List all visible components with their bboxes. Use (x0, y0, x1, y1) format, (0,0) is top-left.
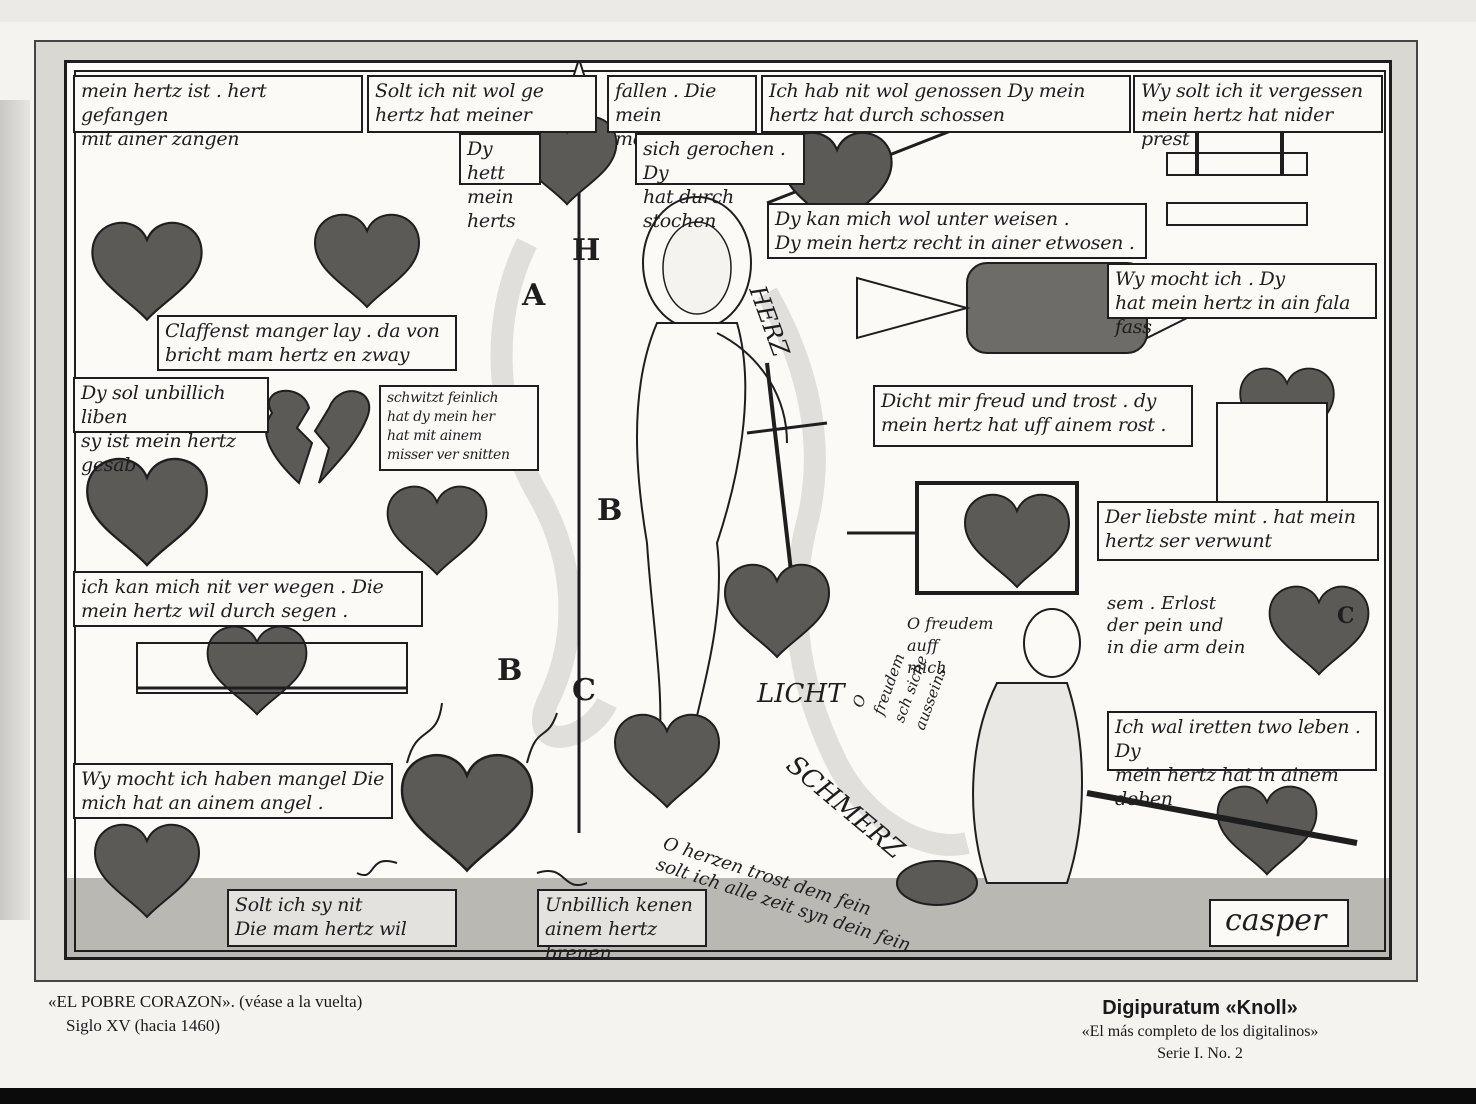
verse-saw: ich kan mich nit ver wegen . Die mein he… (73, 571, 423, 627)
heart-saw (206, 625, 308, 716)
figure-body (636, 322, 747, 764)
box (1216, 402, 1328, 504)
bottom-black-bar (0, 1088, 1476, 1104)
heart-pressed (314, 213, 420, 308)
verse-grill: Dicht mir freud und trost . dy mein hert… (873, 385, 1193, 447)
brand-caption: Digipuratum «Knoll» «El más completo de … (990, 995, 1410, 1065)
caption-date: Siglo XV (hacia 1460) (66, 1016, 221, 1035)
banner-letter-b-lower: B (497, 653, 523, 688)
press-plate (1166, 152, 1308, 176)
heart-sword (724, 563, 830, 658)
verse-wounded: Der liebste mint . hat mein hertz ser ve… (1097, 501, 1379, 561)
brand-name: Digipuratum «Knoll» (1102, 997, 1298, 1019)
verse-love: Dy sol unbillich liben sy ist mein hertz… (73, 377, 269, 476)
heart-split (265, 389, 371, 485)
heart-pinched (91, 221, 203, 321)
flames (356, 702, 588, 886)
verse-press: Wy solt ich it vergessen mein hertz hat … (1133, 75, 1383, 150)
artist-signature: casper (1209, 899, 1349, 947)
verse-barrel: Wy mocht ich . Dy hat mein hertz in ain … (1107, 263, 1377, 338)
verse-fire-right: Unbillich kenen ainem hertz brenen (537, 889, 707, 957)
kneeling-figure-head (1023, 608, 1081, 678)
banner-left (490, 238, 617, 748)
scroll-light: LICHT (757, 679, 845, 709)
heart-letter-c: C (1337, 603, 1355, 629)
verse-hook: Wy mocht ich haben mangel Die mich hat a… (73, 763, 393, 819)
verse-stabbed-right: sich gerochen . Dy hat durch stochen (635, 133, 805, 232)
verse-spear-left: Solt ich nit wol ge hertz hat meiner (367, 75, 597, 133)
heart-burning (400, 753, 534, 872)
saw-frame (136, 642, 408, 694)
brand-tagline: «El más completo de los digitalinos» (1081, 1023, 1319, 1040)
page-gutter-shadow (0, 100, 30, 920)
top-margin (0, 0, 1476, 22)
scroll-release: sem . Erlost der pein und in die arm dei… (1107, 593, 1246, 658)
verse-arrow: Ich hab nit wol genossen Dy mein hertz h… (761, 75, 1131, 133)
artwork-caption: «EL POBRE CORAZON». (véase a la vuelta) … (48, 990, 362, 1038)
verse-spear-right: fallen . Die mein meus fallen (607, 75, 757, 150)
banner-letter-b-upper: B (597, 493, 623, 528)
verse-dove: Ich wal iretten two leben . Dy mein hert… (1107, 711, 1377, 810)
banner-letter-h: H (572, 233, 601, 268)
banner-letter-c-upper: C (572, 673, 596, 708)
brand-series: Serie I. No. 2 (1157, 1045, 1243, 1062)
verse-instruct: Dy kan mich wol unter weisen . Dy mein h… (767, 203, 1147, 259)
heart-knife (386, 485, 488, 576)
heart-broken (1268, 585, 1370, 676)
caption-title: «EL POBRE CORAZON». (véase a la vuelta) (48, 992, 363, 1011)
verse-pincers: mein hertz ist . hert gefangen mit ainer… (73, 75, 363, 150)
heart-grill (964, 493, 1070, 588)
banner-letter-a: A (522, 278, 546, 313)
kneeling-figure-body (972, 682, 1083, 884)
woodcut-illustration: mein hertz ist . hert gefangen mit ainer… (64, 60, 1392, 960)
verse-gossip: Claffenst manger lay . da von bricht mam… (157, 315, 457, 371)
verse-knife: schwitzt feinlich hat dy mein her hat mi… (379, 385, 539, 471)
verse-stabbed-left: Dy hett mein herts (459, 133, 541, 232)
verse-fire-left: Solt ich sy nit Die mam hertz wil (227, 889, 457, 947)
grill (915, 481, 1079, 595)
syringe (1086, 790, 1358, 846)
scroll-joy-upper: O freudem auff mich (907, 614, 994, 677)
heart-trampled (614, 713, 720, 808)
